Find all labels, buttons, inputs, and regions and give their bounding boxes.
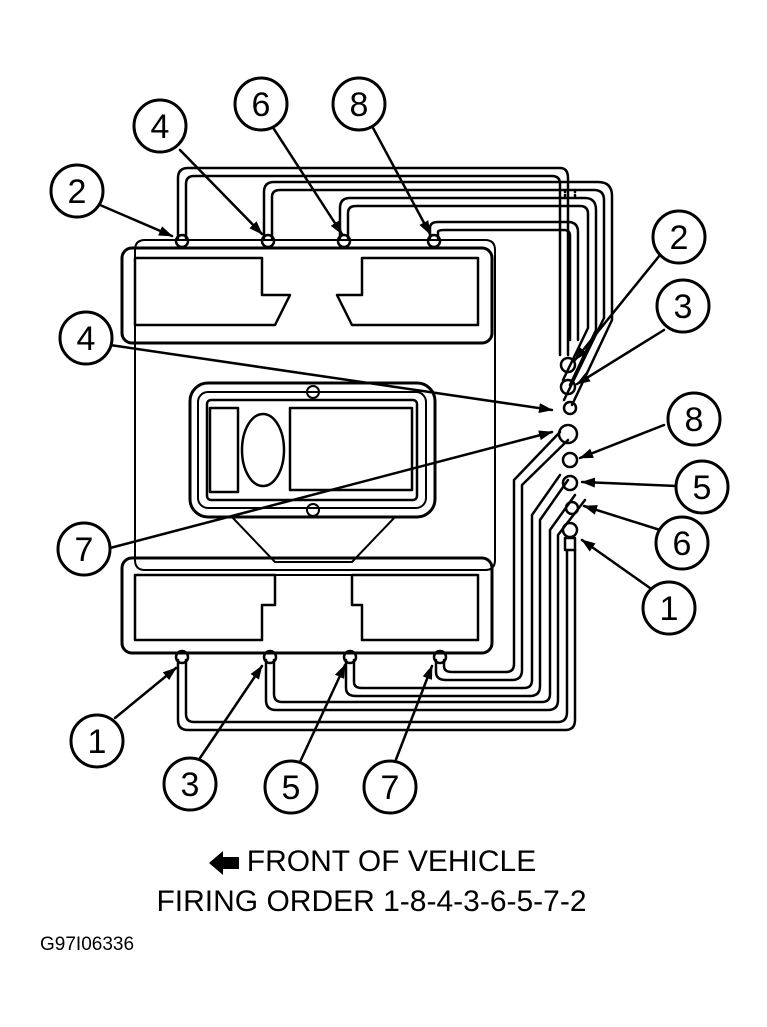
callout-dist-1-label: 1	[660, 590, 679, 628]
callout-bottom-5-label: 5	[282, 769, 301, 807]
distributor-terminals	[557, 356, 580, 552]
top-cylinder-bank	[120, 246, 494, 345]
callout-dist-3-label: 3	[674, 288, 693, 326]
front-of-vehicle-text: FRONT OF VEHICLE	[246, 845, 537, 878]
callout-top-6	[233, 76, 289, 132]
callout-bottom-3	[162, 756, 218, 812]
callout-top-4-label: 4	[151, 108, 170, 146]
callout-numbers: 2 4 6 8 4 7 2 3 8 5 6 1 1 3 5 7	[68, 86, 712, 807]
leader-lines	[98, 124, 679, 764]
left-arrow-icon	[208, 851, 239, 876]
callout-top-6-label: 6	[252, 86, 271, 124]
firing-order-text: FIRING ORDER 1-8-4-3-6-5-7-2	[156, 885, 587, 918]
callout-dist-5	[674, 459, 730, 515]
callout-dist-7	[56, 521, 112, 577]
callout-dist-8-label: 8	[685, 401, 704, 439]
front-of-vehicle-caption: FRONT OF VEHICLE	[0, 845, 755, 879]
callout-dist-7-label: 7	[75, 531, 94, 569]
callout-dist-6	[654, 515, 710, 571]
callout-bottom-7-label: 7	[381, 769, 400, 807]
callout-bottom-1	[69, 713, 125, 769]
callout-dist-5-label: 5	[693, 469, 712, 507]
figure-id: G97I06336	[40, 934, 135, 955]
callout-top-2	[49, 163, 105, 219]
callout-bottom-3-label: 3	[181, 766, 200, 804]
callout-top-2-label: 2	[68, 173, 87, 211]
throttle-body	[188, 381, 437, 563]
callout-circles	[49, 76, 730, 815]
callout-bottom-1-label: 1	[88, 723, 107, 761]
callout-bottom-7	[362, 759, 418, 815]
callout-bottom-5	[263, 759, 319, 815]
callout-dist-6-label: 6	[673, 525, 692, 563]
callout-dist-2-label: 2	[670, 219, 689, 257]
callout-top-8-label: 8	[350, 86, 369, 124]
callout-dist-2	[651, 209, 707, 265]
firing-order-caption: FIRING ORDER 1-8-4-3-6-5-7-2	[0, 885, 755, 919]
bottom-cylinder-bank	[120, 556, 494, 655]
callout-dist-4-label: 4	[77, 320, 96, 358]
callout-dist-4	[58, 310, 114, 366]
callout-dist-3	[655, 278, 711, 334]
plug-boots	[174, 233, 448, 665]
callout-top-4	[132, 98, 188, 154]
bottom-bank-plug-wires	[176, 430, 587, 732]
callout-dist-1	[641, 580, 697, 636]
callout-dist-8	[666, 391, 722, 447]
engine-block	[134, 239, 496, 571]
callout-top-8	[331, 76, 387, 132]
top-bank-plug-wires	[176, 166, 614, 407]
